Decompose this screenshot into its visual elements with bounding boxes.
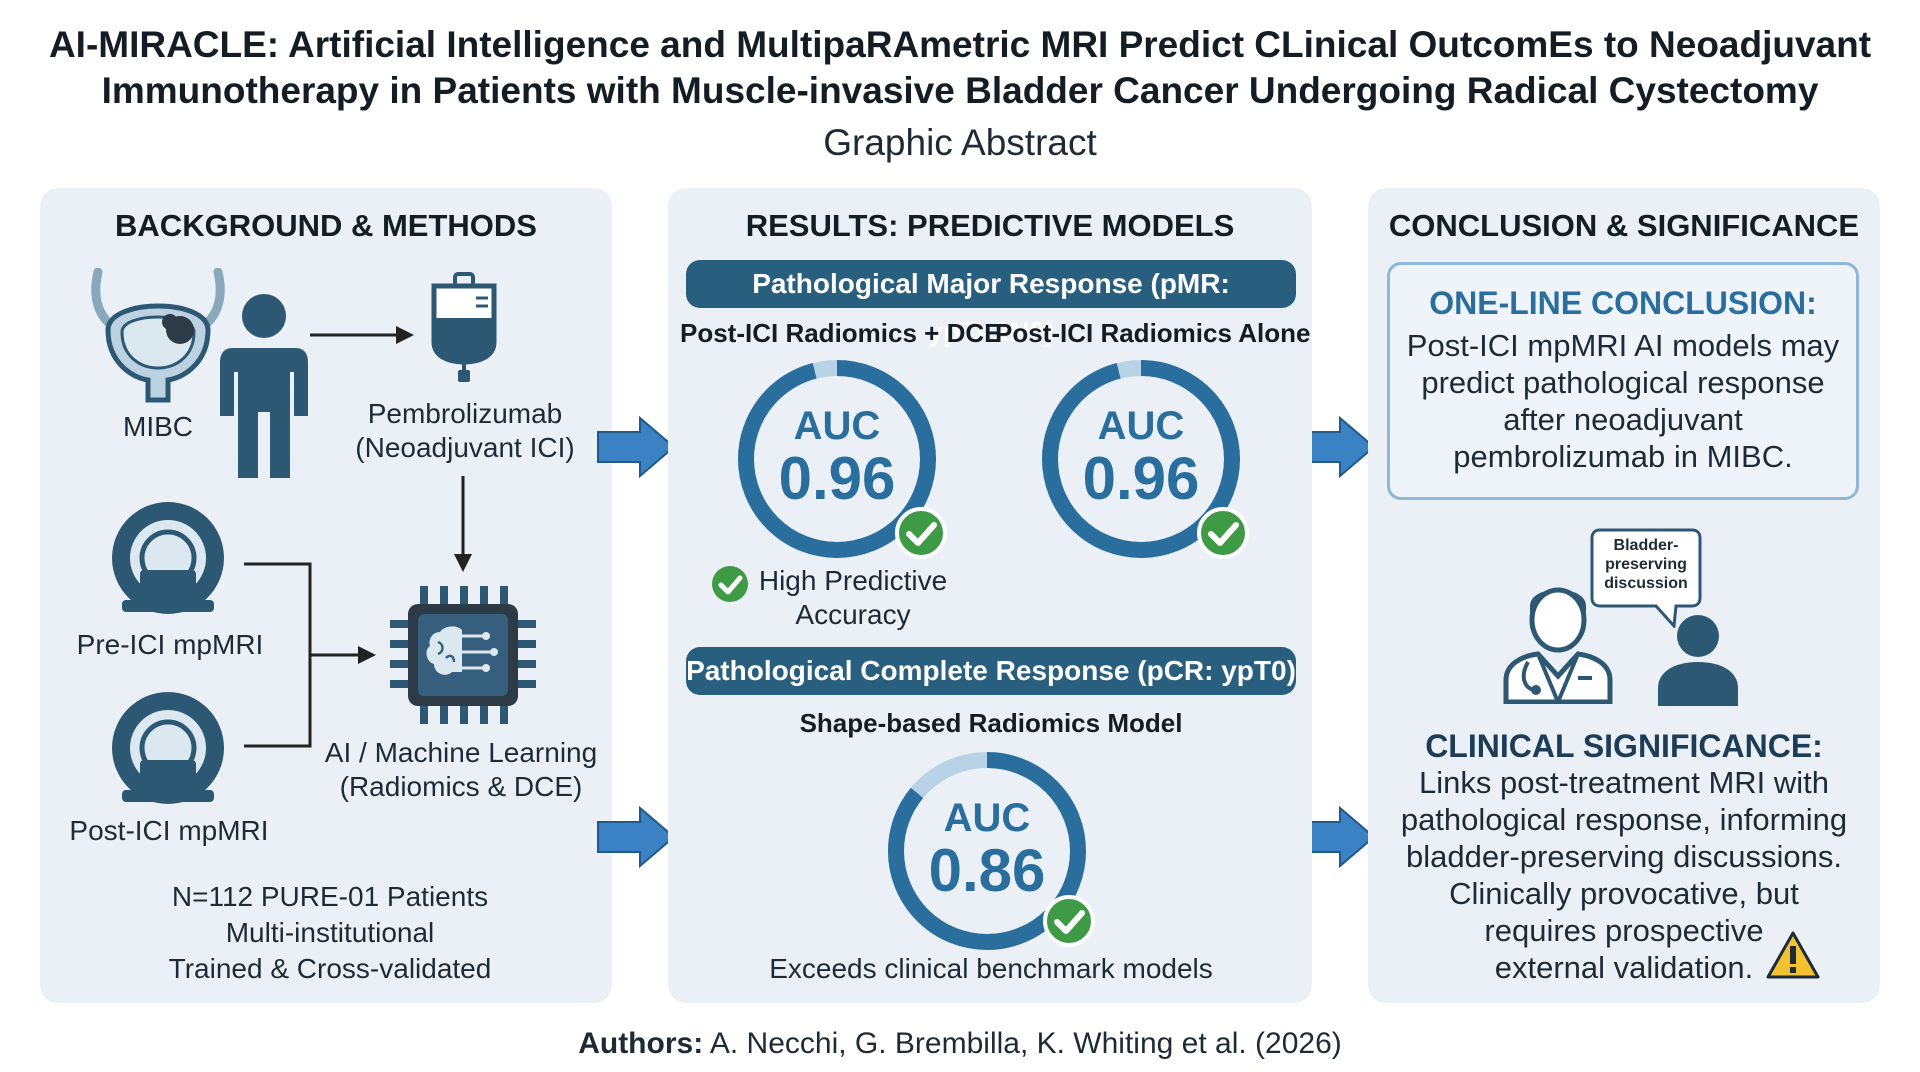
background-methods-heading: BACKGROUND & METHODS [115, 208, 537, 243]
doctor-icon [1503, 587, 1613, 704]
conclusion-line-4: pembrolizumab in MIBC. [1453, 439, 1793, 474]
conclusion-line-3: after neoadjuvant [1503, 402, 1743, 437]
pmr-pill: Pathological Major Response (pMR: ypT<2N… [686, 260, 1296, 347]
bubble-line-3: discussion [1604, 575, 1688, 592]
title-line-2: Immunotherapy in Patients with Muscle-in… [101, 70, 1819, 111]
clinical-significance-heading: CLINICAL SIGNIFICANCE: [1425, 728, 1823, 764]
arrow-right-icon [310, 326, 414, 344]
pembrolizumab-label: Pembrolizumab [367, 398, 563, 429]
model3-auc-word: AUC [943, 796, 1031, 840]
post-ici-mpmri-label: Post-ICI mpMRI [69, 815, 269, 846]
title-line-1: AI-MIRACLE: Artificial Intelligence and … [48, 24, 1872, 65]
bubble-line-1: Bladder- [1613, 537, 1679, 554]
significance-line-5: requires prospective [1484, 913, 1764, 948]
flow-arrow-icon [597, 416, 676, 478]
model1-auc-ring [738, 360, 936, 558]
mri-connector-icon [244, 562, 376, 748]
model2-title: Post-ICI Radiomics Alone [995, 318, 1311, 348]
high-predictive-label: High Predictive [758, 565, 948, 596]
model1-title: Post-ICI Radiomics + DCE [680, 318, 1002, 348]
authors-label: Authors: [578, 1027, 704, 1060]
accuracy-label: Accuracy [795, 599, 911, 630]
pcr-pill: Pathological Complete Response (pCR: ypT… [686, 647, 1296, 695]
radiomics-dce-label: (Radiomics & DCE) [339, 771, 583, 802]
patient-silhouette-icon [1658, 615, 1738, 706]
mibc-label: MIBC [123, 411, 193, 442]
pre-mri-scanner-icon [112, 502, 224, 614]
post-mri-scanner-icon [112, 692, 224, 804]
model3-auc-ring [888, 752, 1086, 950]
model2-auc-value: 0.96 [1082, 445, 1200, 512]
pre-ici-mpmri-label: Pre-ICI mpMRI [76, 629, 264, 660]
model2-auc-ring [1042, 360, 1240, 558]
multi-institutional-label: Multi-institutional [225, 917, 435, 948]
benchmark-label: Exceeds clinical benchmark models [769, 953, 1213, 984]
bladder-icon [91, 268, 225, 403]
flow-arrow-icon [597, 806, 676, 868]
check-circle-icon [712, 566, 748, 602]
authors-names: A. Necchi, G. Brembilla, K. Whiting et a… [703, 1027, 1342, 1060]
ai-chip-icon [390, 586, 536, 724]
authors-line: Authors: A. Necchi, G. Brembilla, K. Whi… [0, 1027, 1920, 1061]
check-circle-icon [1043, 895, 1095, 947]
check-circle-icon [895, 507, 947, 559]
model1-auc-word: AUC [793, 404, 881, 448]
significance-line-6: external validation. [1494, 950, 1754, 985]
cohort-size-label: N=112 PURE-01 Patients [171, 881, 489, 912]
model1-auc-value: 0.96 [778, 445, 896, 512]
iv-bag-icon [431, 272, 497, 382]
significance-line-4: Clinically provocative, but [1449, 876, 1799, 911]
speech-bubble-icon [1590, 528, 1702, 628]
significance-line-3: bladder-preserving discussions. [1406, 839, 1842, 874]
subtitle: Graphic Abstract [823, 122, 1097, 163]
bubble-line-2: preserving [1605, 556, 1687, 573]
one-line-conclusion-box [1387, 262, 1859, 500]
results-panel: RESULTS: PREDICTIVE MODELS [668, 188, 1312, 1003]
model3-title: Shape-based Radiomics Model [799, 708, 1183, 738]
check-circle-icon [1197, 507, 1249, 559]
conclusion-line-2: predict pathological response [1421, 365, 1825, 400]
model3-auc-value: 0.86 [928, 837, 1046, 904]
cross-validated-label: Trained & Cross-validated [168, 953, 492, 984]
results-heading: RESULTS: PREDICTIVE MODELS [745, 208, 1235, 243]
conclusion-line-1: Post-ICI mpMRI AI models may [1406, 328, 1840, 363]
arrow-down-icon [454, 476, 472, 572]
neoadjuvant-ici-label: (Neoadjuvant ICI) [355, 432, 575, 463]
model2-auc-word: AUC [1097, 404, 1185, 448]
conclusion-heading: CONCLUSION & SIGNIFICANCE [1388, 208, 1860, 243]
significance-line-2: pathological response, informing [1400, 802, 1848, 837]
ai-ml-label: AI / Machine Learning [324, 737, 598, 768]
significance-line-1: Links post-treatment MRI with [1418, 765, 1830, 800]
patient-icon [220, 294, 308, 478]
one-line-conclusion-heading: ONE-LINE CONCLUSION: [1429, 285, 1817, 321]
warning-icon [1766, 931, 1820, 979]
